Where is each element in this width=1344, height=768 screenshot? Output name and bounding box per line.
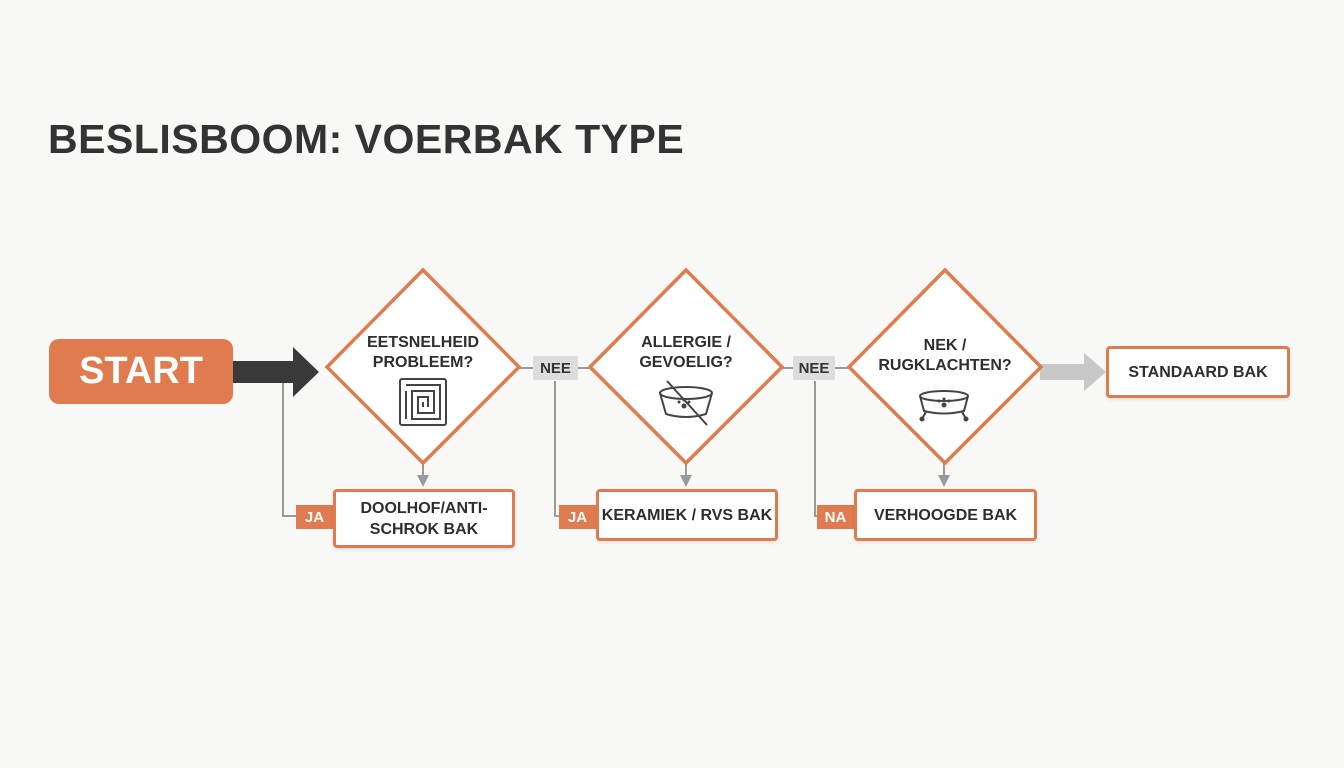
start-node: START bbox=[49, 339, 233, 404]
yes-line-2 bbox=[554, 381, 559, 517]
yes-line-1 bbox=[282, 383, 296, 517]
start-arrow bbox=[233, 347, 319, 397]
decision-question-3-line2: RUGKLACHTEN? bbox=[878, 357, 1012, 374]
outcome-raised-bowl-label: VERHOOGDE BAK bbox=[873, 506, 1018, 524]
decision-question-3: NEK / RUGKLACHTEN? bbox=[855, 336, 1035, 376]
decision-question-2-line2: GEVOELIG? bbox=[639, 354, 733, 371]
decision-diamond-1 bbox=[324, 267, 522, 466]
outcome-standard-bowl-label: STANDAARD BAK bbox=[1128, 363, 1268, 381]
yes-line-3 bbox=[814, 381, 817, 517]
outcome-maze-bowl-line2: SCHROK BAK bbox=[369, 520, 479, 538]
outcome-maze-bowl-line1: DOOLHOF/ANTI- bbox=[360, 499, 488, 517]
outcome-ceramic-steel-bowl: KERAMIEK / RVS BAK bbox=[596, 489, 778, 541]
decision-question-1-line1: EETSNELHEID bbox=[366, 334, 479, 351]
yes-branch-label-3: NA bbox=[817, 505, 854, 529]
crossed-out-bowl-icon bbox=[659, 380, 713, 426]
outcome-raised-bowl: VERHOOGDE BAK bbox=[854, 489, 1037, 541]
final-arrow bbox=[1040, 353, 1106, 391]
decision-diamond-3 bbox=[846, 267, 1044, 466]
raised-bowl-icon bbox=[919, 390, 969, 422]
outcome-standard-bowl: STANDAARD BAK bbox=[1106, 346, 1290, 398]
decision-question-2-line1: ALLERGIE / bbox=[641, 334, 731, 351]
outcome-ceramic-steel-bowl-label: KERAMIEK / RVS BAK bbox=[601, 506, 773, 524]
decision-question-1: EETSNELHEID PROBLEEM? bbox=[333, 333, 513, 373]
decision-question-1-line2: PROBLEEM? bbox=[372, 354, 474, 371]
diagram-title: BESLISBOOM: VOERBAK TYPE bbox=[48, 116, 685, 162]
no-branch-label-2: NEE bbox=[793, 356, 835, 380]
yes-branch-label-1: JA bbox=[296, 505, 333, 529]
decision-question-2: ALLERGIE / GEVOELIG? bbox=[596, 333, 776, 373]
decision-diamond-2 bbox=[587, 267, 785, 466]
maze-icon bbox=[399, 378, 447, 426]
no-branch-label-1: NEE bbox=[533, 356, 578, 380]
outcome-maze-bowl: DOOLHOF/ANTI- SCHROK BAK bbox=[333, 489, 515, 548]
yes-branch-label-2: JA bbox=[559, 505, 596, 529]
decision-question-3-line1: NEK / bbox=[923, 337, 967, 354]
